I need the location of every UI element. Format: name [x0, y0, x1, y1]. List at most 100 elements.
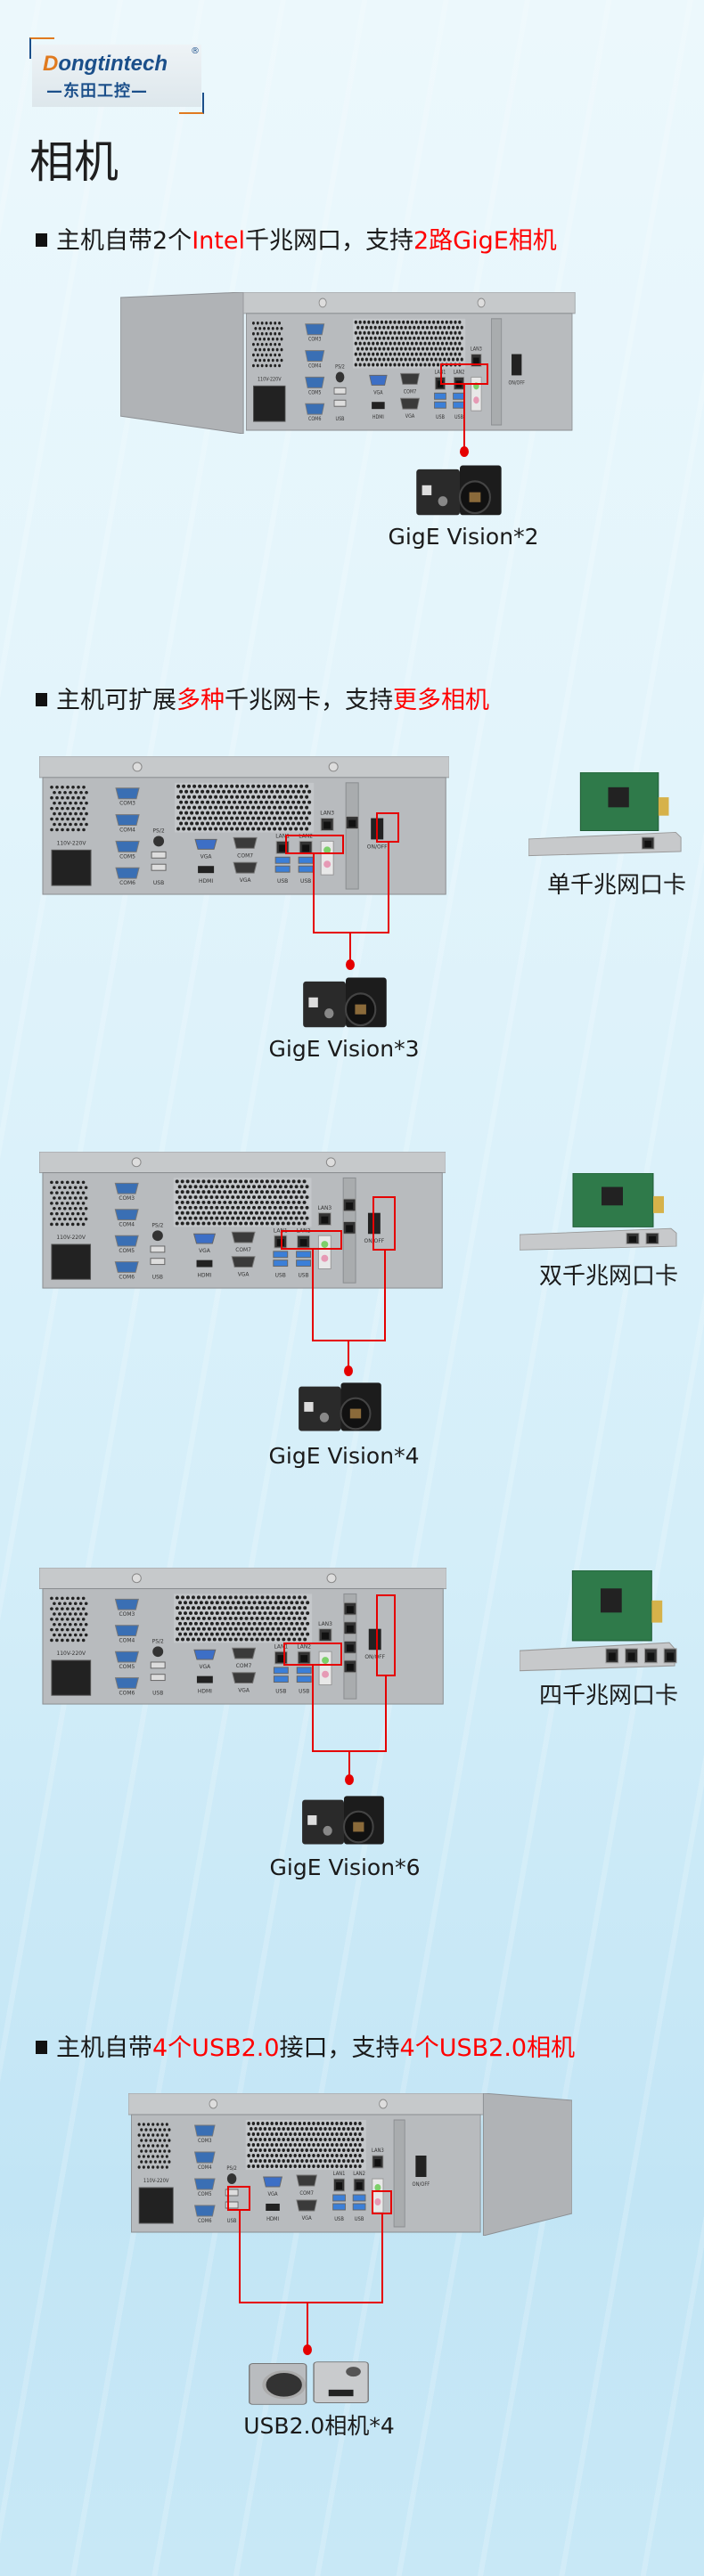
- serial-port: [114, 1209, 139, 1221]
- rj45-socket: [322, 1632, 330, 1640]
- vent-hole: [358, 2164, 362, 2168]
- vent-hole: [258, 347, 262, 352]
- rj45-socket: [629, 1235, 636, 1243]
- vent-hole: [271, 1637, 275, 1642]
- vent-hole: [300, 2127, 304, 2131]
- vent-hole: [53, 1217, 56, 1221]
- vent-hole: [203, 784, 208, 788]
- vent-hole: [215, 1601, 219, 1605]
- rj45-socket: [647, 1652, 655, 1661]
- vent-hole: [276, 1637, 281, 1642]
- vent-hole: [65, 1202, 70, 1205]
- vent-hole: [144, 2149, 148, 2153]
- vent-hole: [291, 2138, 295, 2141]
- vent-hole: [73, 1186, 78, 1189]
- serial-port: [305, 350, 325, 363]
- vent-hole: [432, 341, 436, 346]
- vent-hole: [73, 1633, 78, 1637]
- vent-hole: [255, 1616, 259, 1620]
- vent-hole: [265, 811, 269, 815]
- vent-hole: [177, 1195, 182, 1199]
- vent-hole: [278, 827, 282, 831]
- lan2-label: LAN2: [353, 2172, 365, 2177]
- hdmi-label: HDMI: [266, 2217, 279, 2222]
- vent-hole: [395, 346, 399, 351]
- vent-hole: [274, 1632, 278, 1636]
- vent-hole: [292, 1616, 297, 1620]
- vent-hole: [312, 2154, 315, 2157]
- vent-hole: [274, 1621, 278, 1626]
- vent-hole: [165, 2144, 168, 2148]
- vent-hole: [384, 341, 388, 346]
- vent-hole: [271, 326, 274, 330]
- nic-drawing: [528, 772, 682, 857]
- vent-hole: [267, 1205, 272, 1210]
- vent-hole: [380, 330, 384, 335]
- vent-hole: [235, 784, 240, 788]
- vent-hole: [279, 2122, 283, 2125]
- vent-hole: [451, 325, 455, 330]
- vent-hole: [372, 330, 375, 335]
- vent-hole: [281, 1221, 285, 1226]
- vent-hole: [63, 1612, 67, 1616]
- vent-hole: [199, 1216, 203, 1220]
- vent-hole: [358, 363, 362, 367]
- vent-hole: [360, 2148, 364, 2152]
- dongtintech-logo[interactable]: Dongtintech ® —东田工控—: [29, 37, 204, 114]
- vent-hole: [447, 357, 451, 362]
- com-label: COM3: [119, 1196, 135, 1202]
- vent-hole: [191, 1190, 195, 1194]
- vent-hole: [55, 795, 59, 800]
- vent-hole: [230, 816, 234, 820]
- vent-hole: [436, 363, 440, 367]
- vent-hole: [241, 1185, 246, 1189]
- vga-port: [194, 838, 217, 850]
- vent-hole: [55, 1618, 59, 1621]
- vent-hole: [305, 827, 309, 831]
- vent-hole: [212, 1179, 217, 1184]
- rj45-socket: [374, 2159, 381, 2166]
- vent-hole: [63, 790, 67, 795]
- vent-hole: [61, 1211, 64, 1216]
- vent-hole: [187, 784, 192, 788]
- vent-hole: [278, 805, 282, 810]
- vent-hole: [251, 321, 255, 325]
- vent-hole: [328, 2159, 332, 2163]
- vent-hole: [251, 2143, 256, 2147]
- vent-hole: [258, 1601, 262, 1605]
- vent-hole: [387, 336, 390, 340]
- vent-hole: [257, 784, 261, 788]
- vent-hole: [331, 2122, 334, 2125]
- connector-line: [348, 1750, 350, 1780]
- vent-hole: [142, 2155, 145, 2158]
- vent-hole: [137, 2144, 141, 2148]
- vent-hole: [267, 784, 272, 788]
- vent-hole: [440, 330, 445, 335]
- vent-hole: [151, 2165, 155, 2169]
- vent-hole: [58, 1602, 61, 1605]
- vent-hole: [214, 805, 218, 810]
- vent-hole: [175, 1221, 179, 1226]
- vent-hole: [291, 1211, 296, 1215]
- vent-hole: [302, 1190, 307, 1194]
- hdmi-label: HDMI: [198, 1273, 212, 1278]
- vent-hole: [256, 353, 259, 357]
- rj45-socket: [299, 1239, 307, 1246]
- vent-hole: [223, 1200, 227, 1204]
- vent-hole: [53, 1186, 56, 1189]
- camera-drawing: [416, 465, 502, 516]
- vga-label: VGA: [405, 414, 415, 420]
- vent-hole: [347, 2138, 350, 2141]
- card-port-highlight: [376, 1594, 396, 1676]
- vent-hole: [331, 2164, 334, 2168]
- vent-hole: [291, 811, 296, 815]
- vent-hole: [55, 1191, 59, 1194]
- vent-hole: [184, 821, 189, 826]
- vent-hole: [178, 1601, 183, 1605]
- screw: [477, 298, 486, 308]
- vent-hole: [356, 2159, 360, 2163]
- camera-body: [302, 1799, 344, 1845]
- gige-camera-image: [295, 1379, 387, 1437]
- vent-hole: [188, 1621, 192, 1626]
- vent-hole: [281, 1179, 285, 1184]
